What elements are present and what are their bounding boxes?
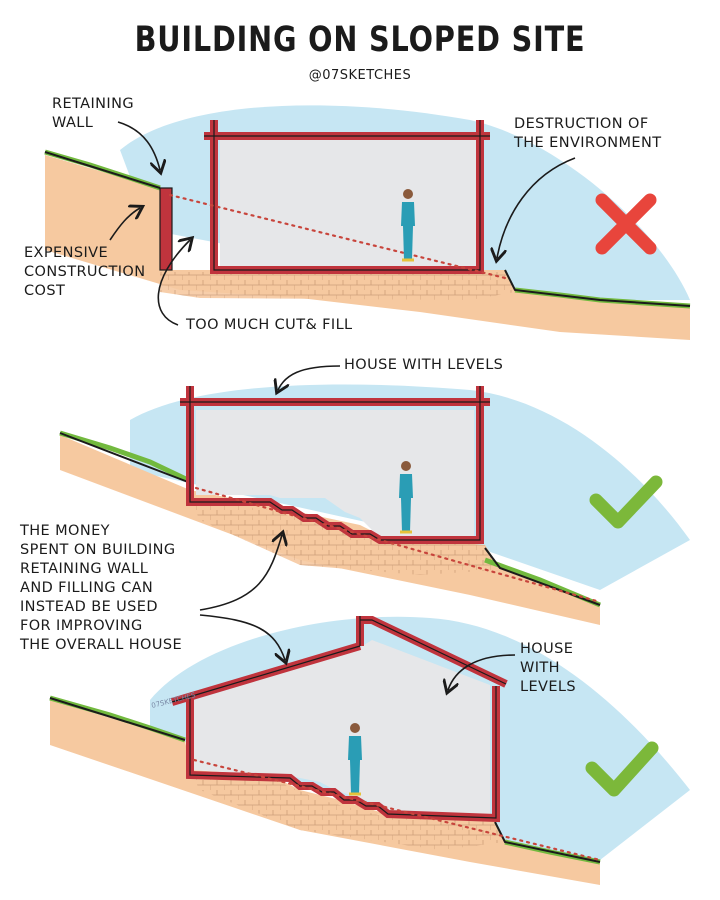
arrow-house-levels-3 — [448, 654, 516, 690]
diagram-1-flat-house — [44, 105, 691, 340]
check-icon-2 — [585, 741, 659, 797]
diagram-3-sloped-roof-house: 07SKETCHES — [49, 614, 690, 885]
hatch-pad-2 — [190, 500, 500, 575]
label-destruction: DESTRUCTION OF THE ENVIRONMENT — [514, 116, 662, 151]
house-interior-3 — [194, 640, 490, 815]
ground-line-1 — [44, 151, 691, 307]
arrow-cut-fill — [157, 240, 190, 326]
original-grade-2 — [194, 486, 602, 604]
arrow-expensive-cost — [109, 208, 140, 241]
house-interior-1 — [220, 140, 478, 268]
diagram-2-stepped-house — [59, 365, 690, 625]
hatch-pad-1 — [160, 272, 515, 300]
check-icon-1 — [589, 475, 663, 529]
label-house-levels-2: HOUSE WITH LEVELS — [344, 357, 504, 373]
original-grade-3 — [192, 758, 602, 862]
arrow-retaining-wall — [117, 121, 160, 170]
arrow-house-levels-2 — [278, 365, 341, 390]
grass-2 — [59, 430, 190, 483]
label-house-levels-3: HOUSE WITH LEVELS — [520, 641, 577, 695]
retaining-wall — [159, 187, 173, 271]
person-figure-3 — [348, 723, 362, 796]
arrow-money-to-3 — [199, 614, 285, 660]
original-grade-1 — [168, 193, 507, 280]
ground-line-3 — [49, 697, 601, 863]
label-retaining-wall: RETAINING WALL — [52, 96, 134, 131]
label-expensive-cost: EXPENSIVE CONSTRUCTION COST — [24, 245, 146, 299]
page-title: BUILDING ON SLOPED SITE — [134, 20, 586, 60]
hatch-pad-3 — [190, 772, 505, 850]
label-cut-fill: TOO MUCH CUT& FILL — [186, 317, 353, 333]
label-money-note: THE MONEY SPENT ON BUILDING RETAINING WA… — [20, 523, 183, 653]
arrow-destruction — [497, 157, 576, 258]
arrow-money-to-2 — [199, 535, 282, 611]
person-figure-1 — [401, 189, 415, 262]
person-figure-2 — [399, 461, 413, 534]
cross-icon — [595, 193, 657, 255]
author-handle: @07SKETCHES — [308, 68, 412, 83]
